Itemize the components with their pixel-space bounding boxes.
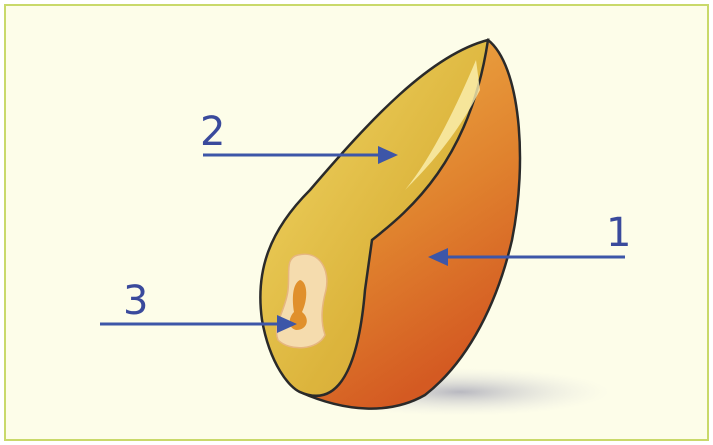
label-3: 3: [123, 278, 148, 324]
label-1: 1: [606, 210, 631, 256]
label-2: 2: [200, 109, 225, 155]
